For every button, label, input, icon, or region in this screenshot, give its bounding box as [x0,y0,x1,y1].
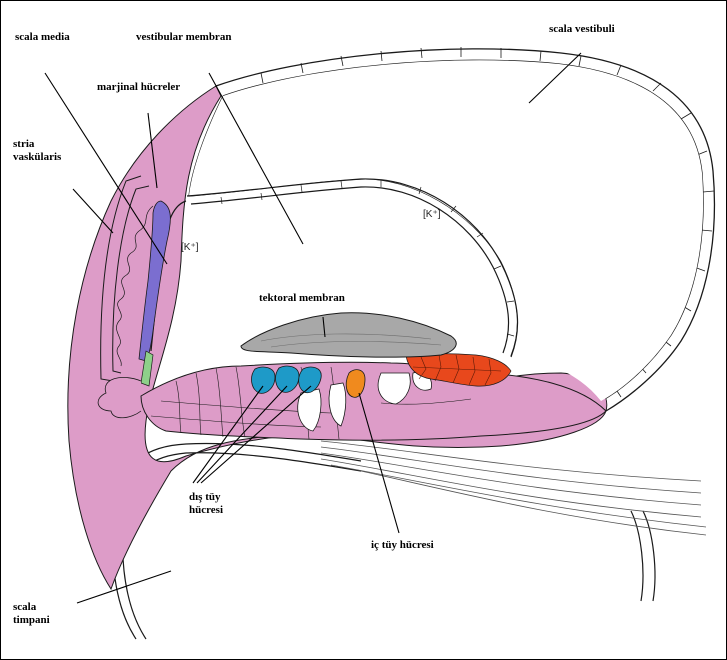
label-scala-vestibuli: scala vestibuli [549,23,615,36]
label-scala-media: scala media [15,31,70,44]
label-marjinal-hucreler: marjinal hücreler [97,81,180,94]
label-dis-tuy-line2: hücresi [189,504,223,517]
label-stria-line2: vaskülaris [13,151,61,164]
scala-media-potassium-label: [K⁺] [181,242,199,253]
outer-hair-cells [252,366,322,393]
tectorial-membrane [241,313,456,357]
label-dis-tuy-line1: dış tüy [189,491,221,504]
nerve-fibers [321,441,706,535]
label-stria-line1: stria [13,138,34,151]
label-tektoral-membran: tektoral membran [259,292,345,305]
scala-vestibuli-potassium-label: [K⁺] [423,209,441,220]
label-scala-timpani-line2: timpani [13,614,50,627]
label-ic-tuy-hucresi: iç tüy hücresi [371,539,434,552]
label-scala-timpani-line1: scala [13,601,36,614]
label-vestibular-membran: vestibular membran [136,31,231,44]
